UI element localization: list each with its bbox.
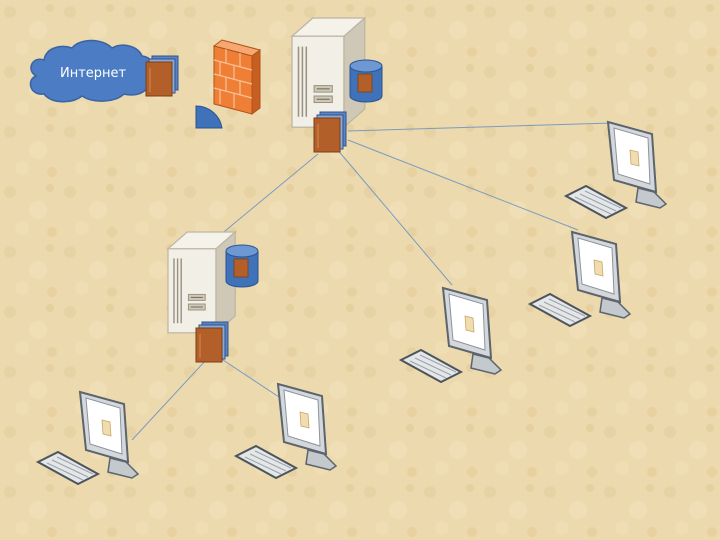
network-card-icon bbox=[313, 111, 347, 153]
router-icon bbox=[195, 105, 223, 129]
connection-line bbox=[347, 122, 613, 132]
connection-line bbox=[219, 357, 289, 404]
connection-line bbox=[347, 139, 579, 231]
internet-network-card bbox=[145, 55, 179, 97]
network-card-icon bbox=[195, 321, 229, 363]
network-card-icon bbox=[145, 55, 179, 97]
server-icon bbox=[167, 231, 236, 334]
connection-lines bbox=[131, 122, 613, 441]
internet-cloud bbox=[29, 39, 155, 103]
internet-label: Интернет bbox=[60, 66, 127, 81]
database-icon bbox=[349, 59, 383, 103]
cloud-icon bbox=[29, 39, 155, 103]
database-icon bbox=[225, 244, 259, 288]
connection-line bbox=[131, 359, 207, 441]
firewall-icon bbox=[212, 39, 262, 115]
connection-line bbox=[335, 147, 453, 286]
